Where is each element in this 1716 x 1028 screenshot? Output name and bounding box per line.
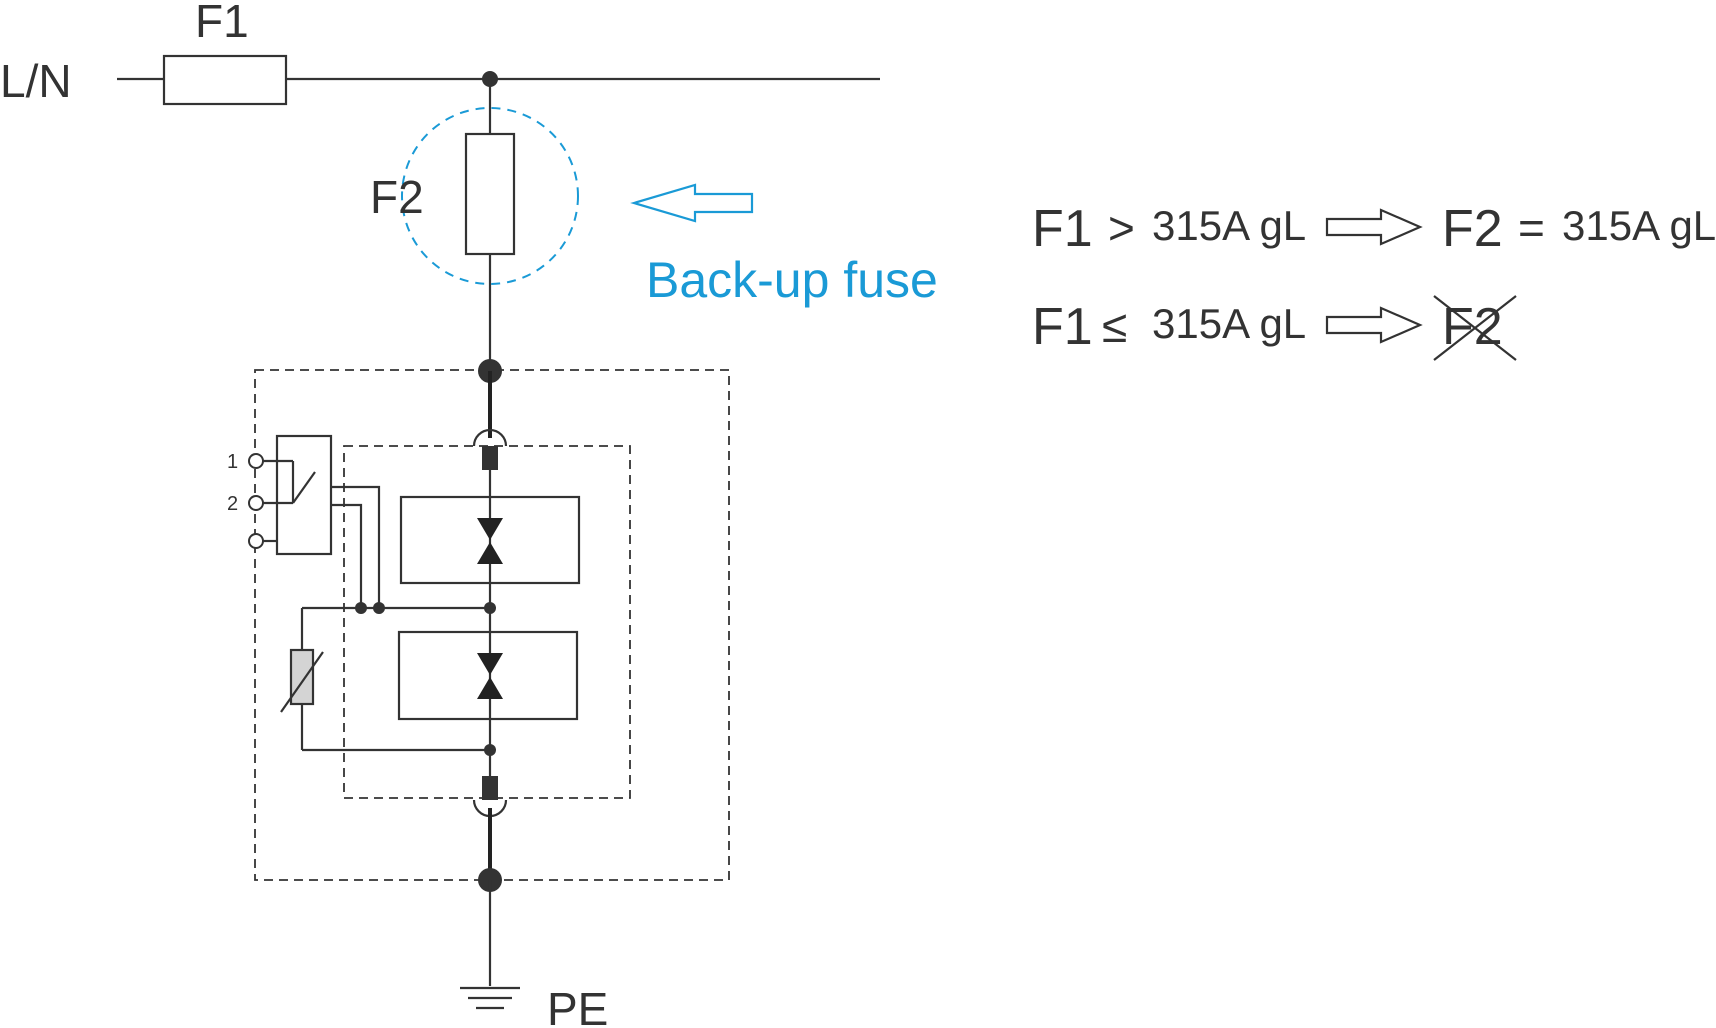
fuse-f2 xyxy=(464,132,516,256)
rule-row-1: F1 > 315A gL F2 = 315A gL xyxy=(1032,200,1716,258)
backup-fuse-label: Back-up fuse xyxy=(646,252,938,308)
backup-fuse-highlight-circle xyxy=(401,107,579,285)
lower-spark-gap xyxy=(397,630,579,721)
varistor xyxy=(280,648,324,713)
contact-label-2: 2 xyxy=(227,493,238,515)
signal-wire-1 xyxy=(331,485,381,608)
upper-spark-gap xyxy=(399,495,581,585)
remote-signal-contact-block xyxy=(263,434,333,556)
fuse-f2-label: F2 xyxy=(370,171,424,223)
rule-2-arrow-icon xyxy=(1325,306,1423,344)
rule-1-op: > xyxy=(1108,202,1135,254)
fuse-f1 xyxy=(162,54,288,106)
rule-1-arrow-icon xyxy=(1325,208,1423,246)
signal-wire-2 xyxy=(331,503,363,608)
backup-arrow-icon xyxy=(630,183,754,223)
rule-2-lhs: F1 xyxy=(1032,298,1093,356)
rule-2-op: ≤ xyxy=(1102,300,1127,352)
rule-2-rating: 315A gL xyxy=(1152,300,1306,347)
rule-1-rhs-rating: 315A gL xyxy=(1562,202,1716,249)
rule-1-rating: 315A gL xyxy=(1152,202,1306,249)
contact-terminal-1 xyxy=(248,453,264,469)
rule-row-2: F1 ≤ 315A gL F2 xyxy=(1032,295,1517,361)
rule-2-cross-out-icon xyxy=(1433,295,1517,361)
rule-1-rhs: F2 xyxy=(1442,200,1503,258)
earth-ground-icon xyxy=(460,986,520,1010)
rule-1-rhs-op: = xyxy=(1518,202,1545,254)
earth-label: PE xyxy=(547,983,608,1028)
contact-terminal-2 xyxy=(248,495,264,511)
fuse-f1-label: F1 xyxy=(195,0,249,47)
contact-terminal-3 xyxy=(248,533,264,549)
rule-1-lhs: F1 xyxy=(1032,200,1093,258)
line-label: L/N xyxy=(0,55,72,107)
contact-label-1: 1 xyxy=(227,451,238,473)
top-plug-connector xyxy=(472,428,508,470)
